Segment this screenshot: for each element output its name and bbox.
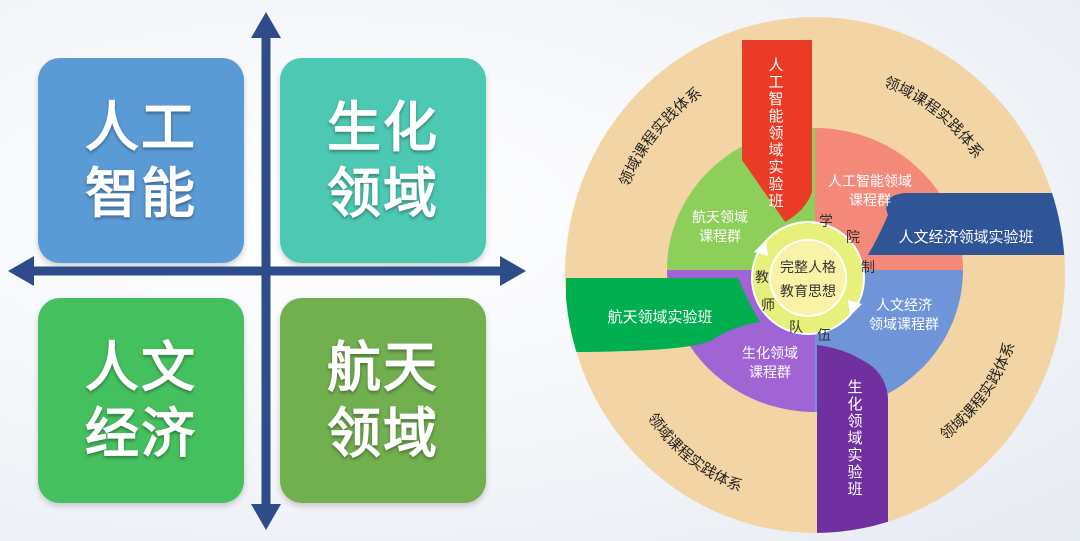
quadrant-aerospace-label: 航天领域 — [327, 335, 439, 465]
humanities-class-band — [868, 193, 1065, 255]
arrow-left-icon — [8, 256, 34, 286]
humanities-class-label: 人文经济领域实验班 — [898, 228, 1033, 246]
biochem-course-group-label: 生化领域课程群 — [742, 346, 798, 381]
biochem-class-label: 生化领域实验班 — [847, 378, 862, 498]
cycle-arrow-icon — [848, 300, 862, 316]
quadrant-ai-label: 人工智能 — [85, 95, 197, 225]
quadrant-axes — [8, 12, 526, 530]
center-line-1: 完整人格 — [780, 260, 836, 276]
ring-char: 院 — [846, 230, 860, 246]
arrow-right-icon — [500, 256, 526, 286]
aerospace-class-band — [566, 278, 760, 352]
ai-course-group-label: 人工智能领域课程群 — [828, 174, 912, 209]
ai-class-band — [742, 40, 812, 222]
arrow-down-icon — [251, 504, 281, 530]
quadrant-biochem-label: 生化领域 — [327, 95, 439, 225]
quadrant-biochem: 生化领域 — [280, 58, 486, 263]
ring-char: 学 — [819, 214, 833, 230]
ring-char: 伍 — [817, 328, 831, 344]
ring-char: 制 — [861, 260, 875, 276]
center-line-2: 教育思想 — [780, 284, 836, 300]
ring-char: 队 — [789, 320, 803, 336]
quadrant-aerospace: 航天领域 — [280, 298, 486, 503]
quadrant-humanities-label: 人文经济 — [85, 335, 197, 465]
arrow-up-icon — [251, 12, 281, 38]
ring-char: 师 — [761, 298, 775, 314]
humanities-course-group-label: 人文经济领域课程群 — [869, 298, 939, 333]
quadrant-humanities: 人文经济 — [38, 298, 244, 503]
biochem-class-band — [817, 345, 888, 533]
aerospace-course-group-label: 航天领域课程群 — [692, 210, 748, 245]
aerospace-class-label: 航天领域实验班 — [607, 308, 712, 326]
ai-class-label: 人工智能领域实验班 — [768, 56, 783, 210]
quadrant-ai: 人工智能 — [38, 58, 244, 263]
center-disc — [769, 239, 847, 317]
ring-char: 教 — [755, 270, 769, 286]
cycle-arrow-icon — [754, 240, 768, 256]
